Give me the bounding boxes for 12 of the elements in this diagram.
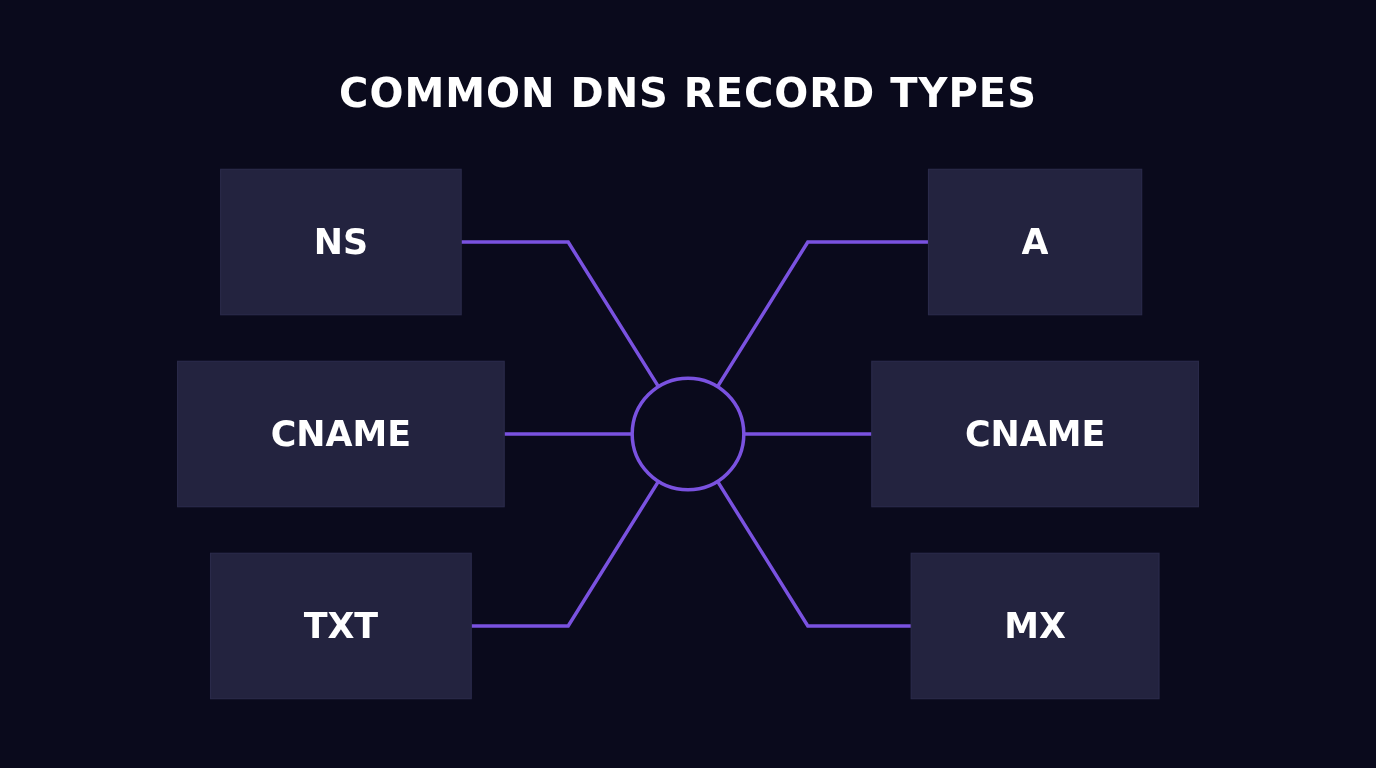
- node-box: A: [927, 168, 1143, 316]
- node-box: MX: [910, 552, 1160, 700]
- node-box: NS: [220, 168, 462, 316]
- connector: [471, 480, 660, 628]
- node-box: TXT: [209, 552, 472, 700]
- node-circle: [630, 376, 746, 492]
- title: COMMON DNS RECORD TYPES: [338, 69, 1038, 118]
- connector: [716, 480, 912, 628]
- connector: [461, 240, 660, 388]
- connector: [716, 240, 929, 388]
- node-box: CNAME: [177, 360, 505, 508]
- node-box: CNAME: [871, 360, 1199, 508]
